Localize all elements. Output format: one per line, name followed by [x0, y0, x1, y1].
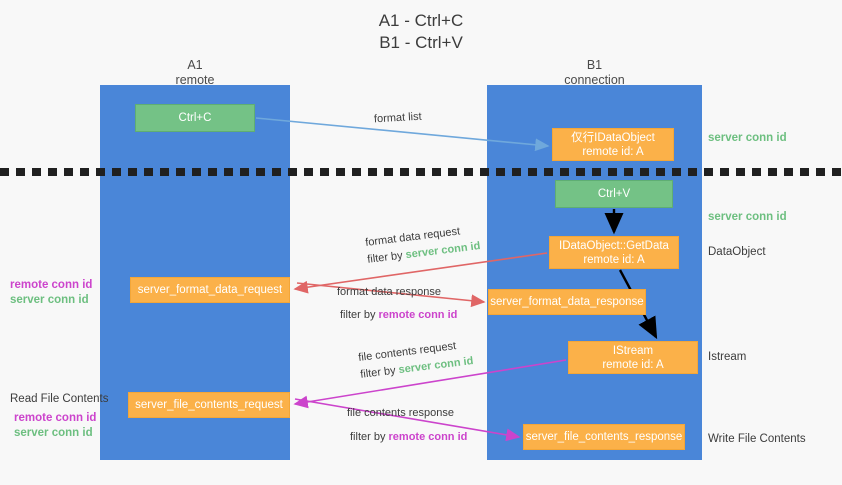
box-idataobject-getdata[interactable]: IDataObject::GetData remote id: A: [549, 236, 679, 269]
title-line-1: A1 - Ctrl+C: [378, 11, 464, 30]
label-conn-ids-format: remote conn id server conn id: [10, 278, 92, 308]
label-remote-conn-id-file: remote conn id: [14, 412, 97, 424]
filter-by-text-1: filter by: [366, 249, 407, 266]
box-istream[interactable]: IStream remote id: A: [568, 341, 698, 374]
box-file-contents-request-label: server_file_contents_request: [135, 399, 283, 411]
edge-label-format-data-response: format data response filter by remote co…: [337, 285, 457, 323]
box-format-data-request-label: server_format_data_request: [137, 284, 283, 296]
column-header-a1: A1 remote: [100, 58, 290, 88]
filter-remote-conn-id-2: remote conn id: [388, 431, 468, 443]
box-file-contents-response-label: server_file_contents_response: [525, 431, 683, 443]
column-b1-name: B1: [586, 58, 603, 72]
edge-file-contents-response-filter: filter by remote conn id: [350, 430, 467, 445]
filter-by-text-3: filter by: [359, 364, 400, 381]
page-title: A1 - Ctrl+C B1 - Ctrl+V: [0, 10, 842, 54]
label-dataobject: DataObject: [708, 246, 766, 258]
filter-remote-conn-id-1: remote conn id: [378, 309, 458, 321]
box-idataobject[interactable]: 仅行IDataObject remote id: A: [552, 128, 674, 161]
title-line-2: B1 - Ctrl+V: [379, 33, 463, 52]
edge-format-data-response-filter: filter by remote conn id: [340, 308, 457, 323]
edge-format-list-text: format list: [373, 110, 422, 126]
box-idataobject-line2: remote id: A: [582, 145, 644, 158]
box-istream-line2: remote id: A: [602, 358, 664, 371]
filter-by-text-4: filter by: [350, 431, 389, 443]
column-header-b1: B1 connection: [487, 58, 702, 88]
label-server-conn-id-top: server conn id: [708, 132, 787, 144]
label-remote-conn-id-format: remote conn id: [10, 279, 93, 291]
column-b1-sub: connection: [564, 73, 625, 87]
label-server-conn-id-mid: server conn id: [708, 211, 787, 223]
box-ctrl-v[interactable]: Ctrl+V: [555, 180, 673, 208]
edge-label-format-list: format list: [374, 110, 422, 128]
edge-label-file-contents-request: file contents request filter by server c…: [357, 337, 474, 383]
filter-by-text-2: filter by: [340, 309, 379, 321]
box-format-data-response-label: server_format_data_response: [490, 296, 644, 308]
box-server-file-contents-request[interactable]: server_file_contents_request: [128, 392, 290, 418]
box-server-format-data-request[interactable]: server_format_data_request: [130, 277, 290, 303]
edge-format-data-response-text: format data response: [337, 286, 441, 298]
box-idataobject-line1: 仅行IDataObject: [571, 131, 655, 144]
label-server-conn-id-format: server conn id: [10, 294, 89, 306]
label-read-file-contents: Read File Contents: [10, 393, 109, 405]
box-server-format-data-response[interactable]: server_format_data_response: [488, 289, 646, 315]
box-ctrl-c[interactable]: Ctrl+C: [135, 104, 255, 132]
label-server-conn-id-file: server conn id: [14, 427, 93, 439]
edge-label-file-contents-response: file contents response filter by remote …: [347, 406, 467, 445]
column-a1-sub: remote: [175, 73, 215, 87]
box-istream-line1: IStream: [612, 344, 654, 357]
dashed-divider: [0, 168, 842, 176]
box-getdata-line2: remote id: A: [583, 253, 645, 266]
edge-file-contents-response-text: file contents response: [347, 407, 455, 419]
box-getdata-line1: IDataObject::GetData: [559, 239, 669, 252]
column-a1-name: A1: [187, 58, 203, 72]
label-write-file-contents: Write File Contents: [708, 433, 806, 445]
label-conn-ids-file: remote conn id server conn id: [14, 411, 96, 441]
label-istream: Istream: [708, 351, 747, 363]
box-ctrl-c-label: Ctrl+C: [178, 112, 212, 124]
box-ctrl-v-label: Ctrl+V: [597, 188, 631, 200]
box-server-file-contents-response[interactable]: server_file_contents_response: [523, 424, 685, 450]
edge-label-format-data-request: format data request filter by server con…: [364, 222, 481, 268]
